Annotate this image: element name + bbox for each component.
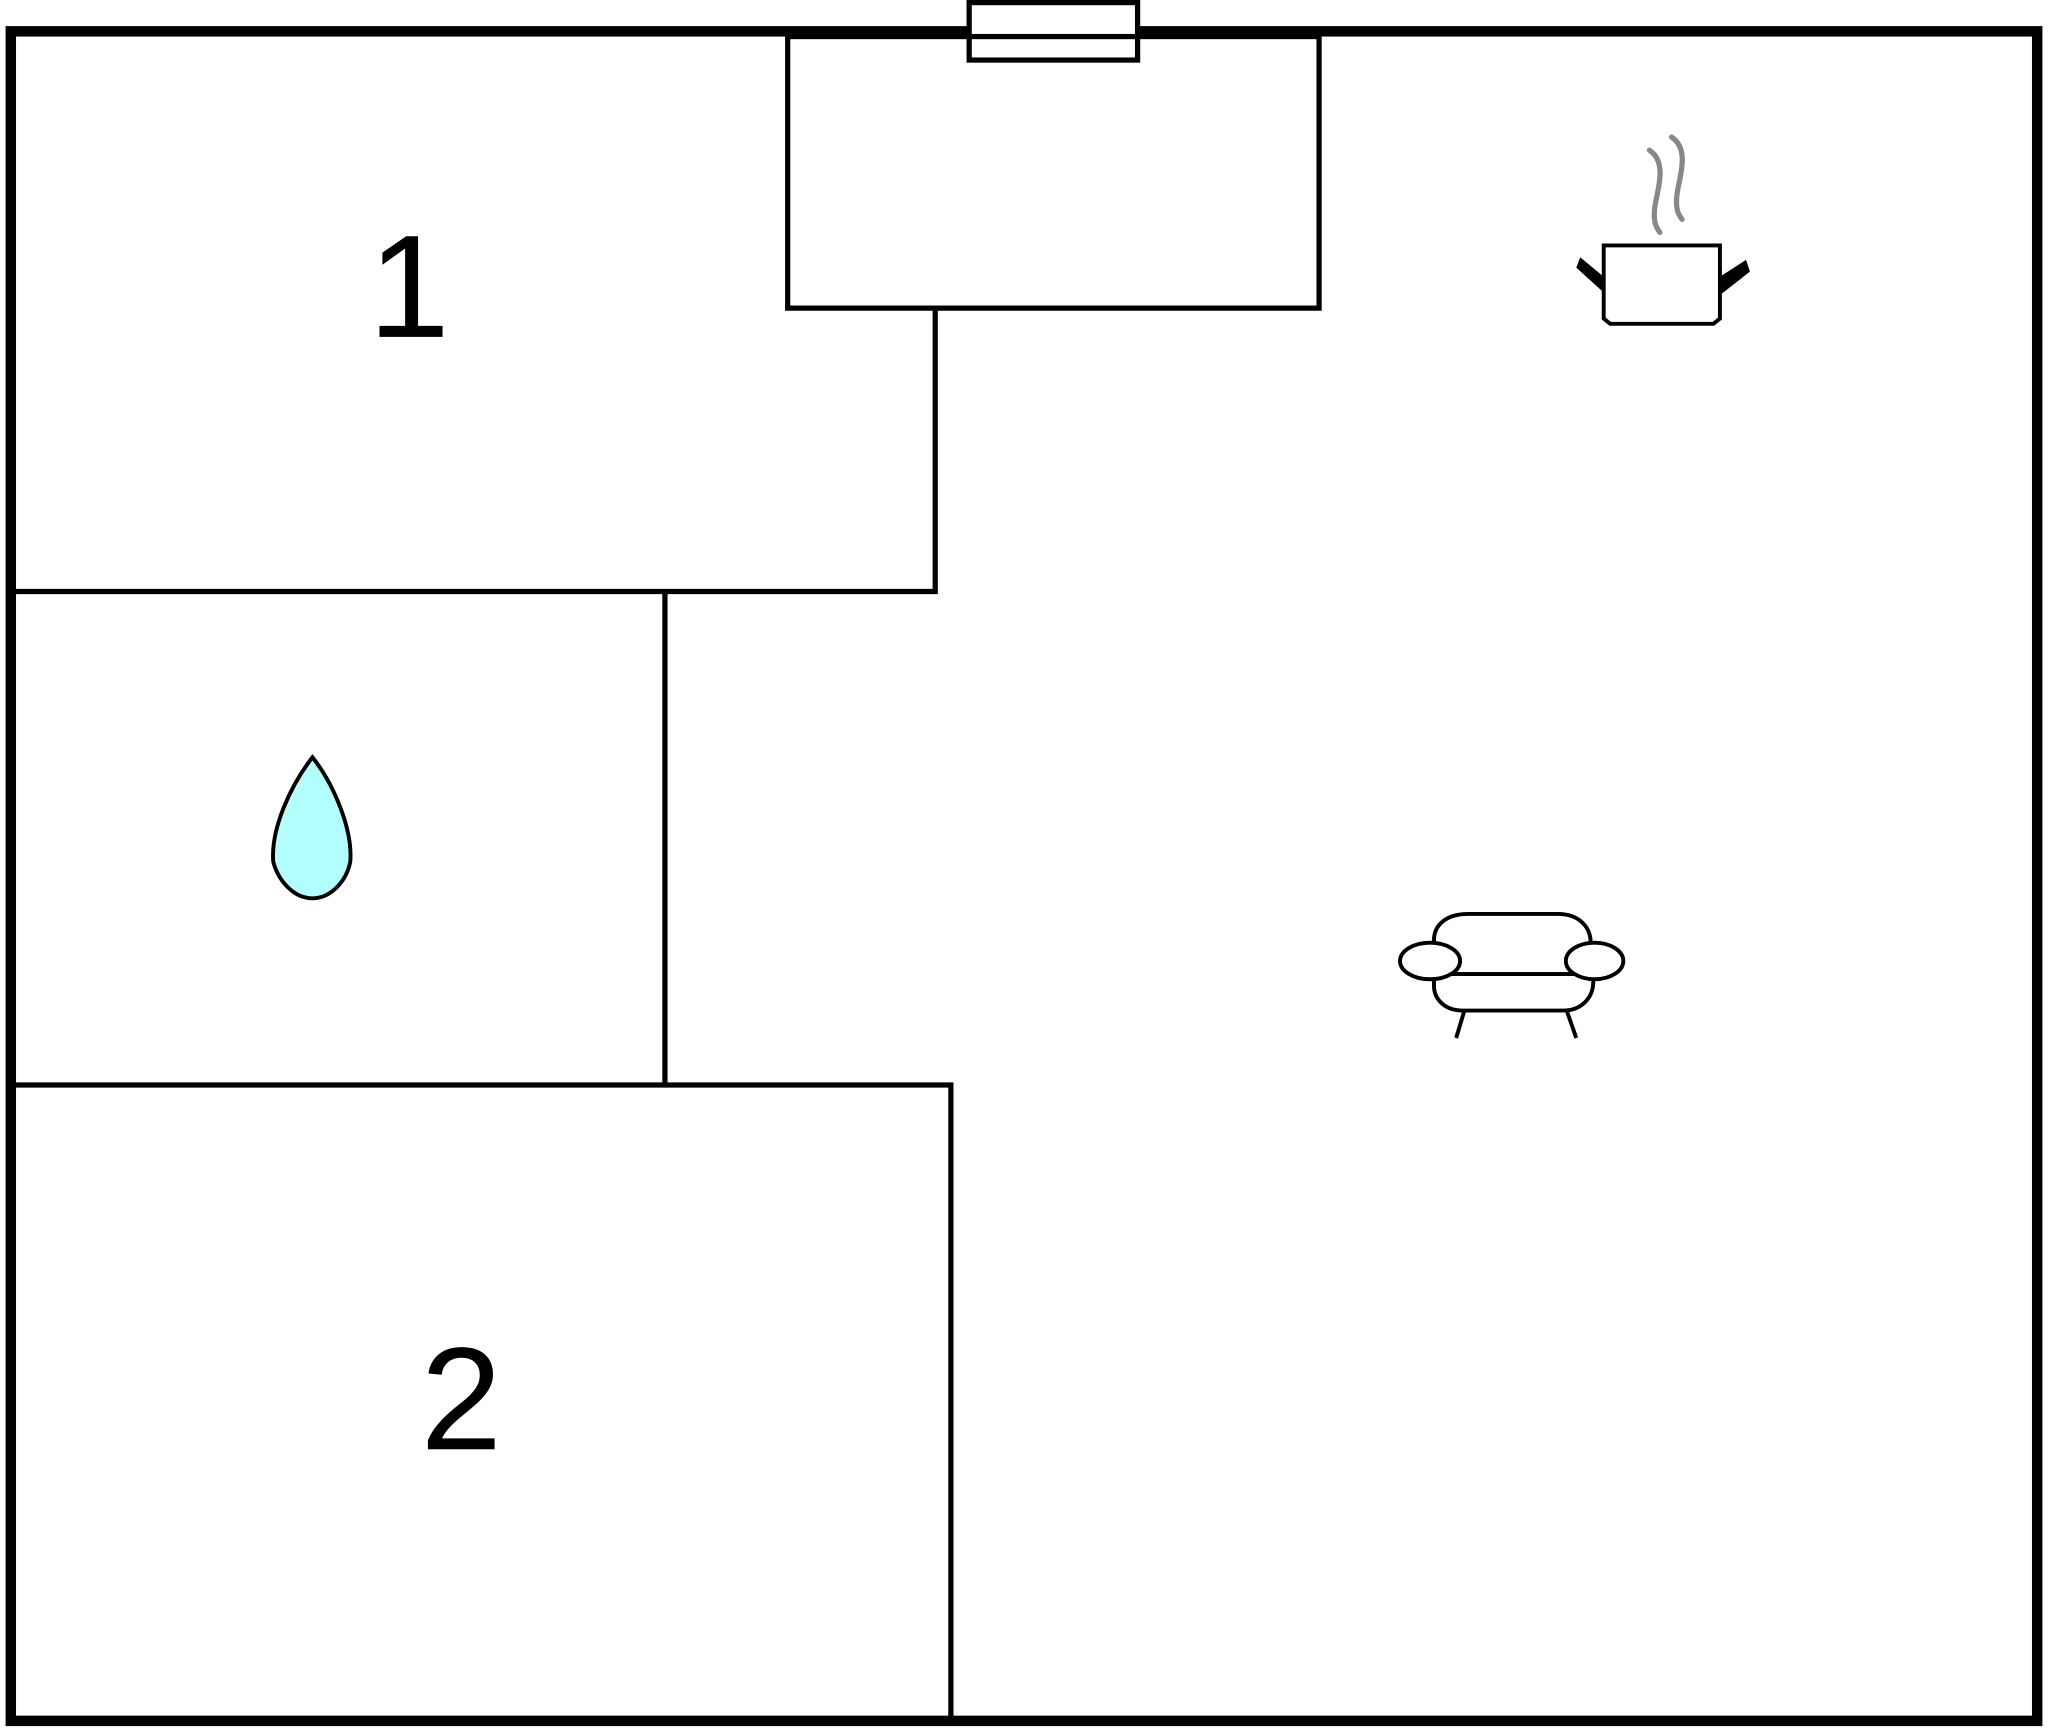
sofa-icon <box>1398 912 1626 1039</box>
bedroom-2-wall <box>10 1082 954 1721</box>
room-label-2: 2 <box>421 1317 502 1480</box>
window <box>966 0 1141 63</box>
room-label-1: 1 <box>368 205 449 368</box>
cooking-pot-icon <box>1576 134 1750 326</box>
bedroom-1-wall <box>10 308 938 595</box>
kitchen-counter <box>785 33 1322 311</box>
water-drop-icon <box>271 754 353 901</box>
